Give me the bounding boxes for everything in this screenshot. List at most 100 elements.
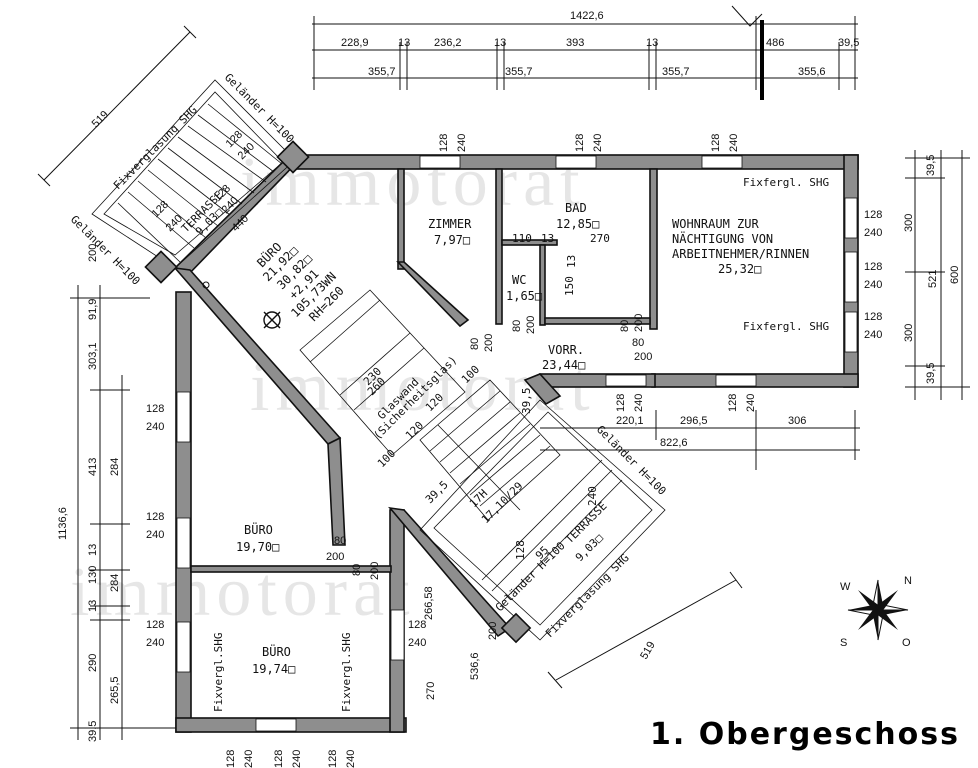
label-200-tl: 200 [87, 244, 99, 262]
dimension-chain-middle: 220,1 296,5 306 822,6 [540, 410, 860, 470]
label-240-b1: 240 [243, 750, 255, 768]
dim-left-2: 303,1 [87, 342, 99, 370]
gelaender-left: Geländer H=100 [68, 213, 143, 288]
label-13-wc: 13 [565, 255, 578, 268]
label-128-w2: 128 [574, 134, 586, 152]
dim-diag-bottom: 519 [638, 640, 658, 662]
dim-left-4: 13 [87, 544, 99, 556]
label-240-tb: 240 [586, 486, 599, 506]
label-270-bad: 270 [590, 232, 610, 245]
label-240-r2: 240 [864, 279, 882, 291]
dim-left-5: 130 [87, 566, 99, 584]
bad-area: 12,85□ [556, 217, 599, 231]
dim-left-inner-2: 284 [109, 574, 121, 592]
label-100-a: 100 [375, 447, 398, 470]
label-39-a: 39,5 [520, 388, 533, 415]
label-270-left: 270 [425, 682, 437, 700]
label-39-b: 39,5 [423, 478, 451, 506]
dim-top-r2-3: 355,7 [662, 66, 690, 78]
dim-mid-total: 822,6 [660, 437, 688, 449]
dim-left-3: 413 [87, 458, 99, 476]
label-128-t2: 128 [150, 199, 171, 220]
dim-top-6: 13 [646, 37, 658, 49]
dim-left-total: 1136,6 [57, 507, 69, 540]
label-110: 110 [512, 232, 532, 245]
zimmer-name: ZIMMER [428, 217, 472, 231]
label-240-r1: 240 [864, 227, 882, 239]
label-128-m1: 128 [615, 394, 627, 412]
dimension-chain-right: 39,5 300 521 600 300 39,5 [903, 150, 970, 400]
dim-right-5: 300 [903, 324, 915, 342]
gelaender-bottom: Geländer H=100 [493, 539, 568, 614]
label-240-r3: 240 [864, 329, 882, 341]
label-240-b2: 240 [291, 750, 303, 768]
room-labels: ZIMMER 7,97□ BAD 12,85□ 110 13 270 WC 1,… [236, 201, 809, 676]
wohnraum-line3: ARBEITNEHMER/RINNEN [672, 247, 809, 261]
label-128-b2: 128 [273, 750, 285, 768]
stair-17h: 17H [467, 487, 490, 510]
label-200-b: 200 [487, 622, 499, 640]
buero-left-name: BÜRO [244, 521, 273, 537]
label-240-l1: 240 [146, 421, 164, 433]
wc-area: 1,65□ [506, 289, 542, 303]
compass-w: W [840, 581, 851, 593]
compass-o: O [902, 637, 911, 649]
label-128-l3: 128 [146, 619, 164, 631]
wohnraum-line1: WOHNRAUM ZUR [672, 217, 759, 231]
label-80-d: 80 [334, 535, 346, 547]
vorr-name: VORR. [548, 343, 584, 357]
label-240-w2: 240 [592, 134, 604, 152]
label-200-d: 200 [326, 551, 344, 563]
label-200-f: 200 [483, 334, 495, 352]
dim-right-3: 521 [927, 270, 939, 288]
label-80-i: 80 [632, 337, 644, 349]
wohnraum-area: 25,32□ [718, 262, 761, 276]
window-openings-top: 128 240 128 240 128 240 [419, 134, 743, 169]
dim-left-8: 39,5 [87, 721, 99, 742]
label-240-m1: 240 [633, 394, 645, 412]
dim-mid-3: 306 [788, 415, 806, 427]
level-marker-icon [263, 311, 281, 329]
bad-name: BAD [565, 201, 587, 215]
compass-s: S [840, 637, 847, 649]
fixvergl-left: Fixvergl.SHG [212, 633, 225, 712]
label-240-l4: 240 [408, 637, 426, 649]
dim-top-8: 39,5 [838, 37, 859, 49]
label-80-h: 80 [619, 320, 631, 332]
label-128-tb: 128 [514, 540, 527, 560]
label-128-w3: 128 [710, 134, 722, 152]
label-240-t2: 240 [164, 213, 185, 234]
misc-labels: 536,6 266,58 200 200 200 80 80 80 200 80… [326, 314, 757, 680]
label-240-l2: 240 [146, 529, 164, 541]
fixvergl-right: Fixvergl.SHG [340, 633, 353, 712]
column-marker-icon [202, 281, 210, 289]
dim-right-2: 300 [903, 214, 915, 232]
walls [173, 154, 859, 733]
label-128-m2: 128 [727, 394, 739, 412]
compass-n: N [904, 575, 912, 587]
dim-mid-2: 296,5 [680, 415, 708, 427]
gelaender-right: Geländer H=100 [594, 423, 669, 498]
label-80-f: 80 [469, 338, 481, 350]
dim-top-1: 228,9 [341, 37, 369, 49]
label-240-w3: 240 [728, 134, 740, 152]
dim-top-r2-4: 355,6 [798, 66, 826, 78]
wc-name: WC [512, 273, 526, 287]
terrace-bottom: TERRASSE 9,03□ Fixverglasung SHG Gelände… [419, 399, 743, 689]
dim-536: 536,6 [469, 652, 481, 680]
dim-left-6: 13 [87, 600, 99, 612]
dimension-chain-left: 1136,6 91,9 303,1 413 13 130 13 290 39,5… [57, 285, 190, 742]
dimension-chain-top: 1422,6 228,9 13 236,2 13 393 13 486 39,5… [312, 5, 859, 100]
buero-bottom-area: 19,74□ [252, 662, 295, 676]
label-128-r1: 128 [864, 209, 882, 221]
fixfergl-top: Fixfergl. SHG [743, 176, 829, 189]
fixverglasung-top: Fixverglasung SHG [111, 103, 200, 192]
dim-top-5: 393 [566, 37, 584, 49]
vorr-area: 23,44□ [542, 358, 585, 372]
fixverglasung-bottom: Fixverglasung SHG [543, 551, 632, 640]
page-title: 1. Obergeschoss [650, 717, 960, 752]
dim-top-total: 1422,6 [570, 10, 604, 22]
dim-top-7: 486 [766, 37, 784, 49]
label-128-r3: 128 [864, 311, 882, 323]
dim-left-7: 290 [87, 654, 99, 672]
